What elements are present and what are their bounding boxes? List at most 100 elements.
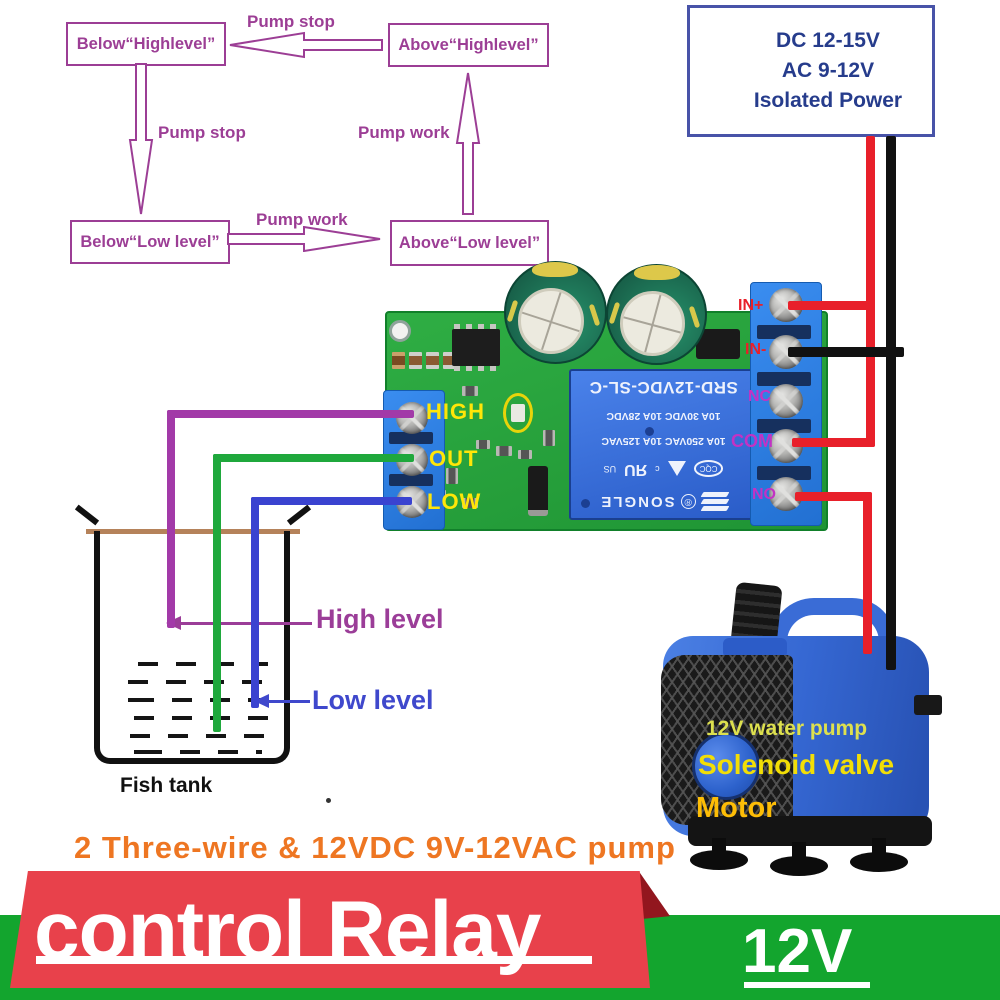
arrow-right-icon (227, 226, 381, 252)
terminal-label-no: NO (752, 486, 776, 503)
terminal-slot (389, 432, 433, 444)
flowchart-box-below-low: Below“Low level” (70, 220, 230, 264)
smd-component (426, 352, 439, 369)
power-supply-box: DC 12-15V AC 9-12V Isolated Power (687, 5, 935, 137)
wire-black-in-minus (788, 347, 904, 357)
capacitor-stripe (634, 265, 680, 280)
wire-purple-high-horizontal (167, 410, 414, 418)
arrow-label-pump-stop-top: Pump stop (247, 12, 335, 31)
smd-component (496, 446, 512, 456)
pump-base (688, 816, 932, 846)
banner-voltage-underline (744, 982, 870, 988)
water-dash-row (128, 716, 274, 720)
arrow-label-pump-work-bottom: Pump work (256, 210, 348, 229)
pump-label-motor: Motor (696, 792, 777, 824)
flowchart-box-above-low: Above“Low level” (390, 220, 549, 266)
led-component (511, 404, 525, 422)
power-line-isolated: Isolated Power (753, 89, 903, 112)
ul-us-mark: US (603, 464, 617, 474)
tank-rim (86, 529, 300, 534)
arrow-down-icon (128, 63, 154, 215)
wire-red-power-vertical (866, 136, 875, 447)
flowchart-box-above-high: Above“Highlevel” (388, 23, 549, 67)
capacitor-top (518, 288, 584, 354)
relay-rating-dc: 10A 30VDC 10A 28VDC (606, 410, 721, 422)
relay-model: SRD-12VDC-SL-C (589, 378, 738, 397)
low-level-label: Low level (312, 685, 434, 715)
arrow-label-pump-stop-left: Pump stop (158, 123, 246, 142)
cert-triangle-icon (667, 461, 686, 477)
terminal-label-com: COM (731, 431, 773, 451)
relay-hole (645, 427, 654, 436)
ic-pins (454, 364, 500, 371)
red-ribbon (10, 871, 650, 988)
capacitor-top (620, 291, 685, 356)
wire-red-no-horizontal (795, 492, 872, 501)
pump-foot-stem (792, 842, 806, 858)
power-line-dc: DC 12-15V (776, 29, 880, 52)
banner-voltage: 12V (742, 917, 853, 986)
high-level-pointer-line (180, 622, 312, 625)
relay-component: ® SONGLE CQC c ЯU US 10A 250VAC 10A 125V… (569, 369, 758, 520)
wire-red-no-to-pump (863, 492, 872, 654)
terminal-screw-high (396, 402, 428, 434)
high-level-label: High level (316, 604, 444, 634)
relay-print: ® SONGLE CQC c ЯU US 10A 250VAC 10A 125V… (571, 371, 756, 518)
wire-purple-high-vertical (167, 410, 175, 628)
arrow-label-pump-work-right: Pump work (358, 123, 450, 142)
capacitor-stripe (532, 262, 578, 277)
water-dash-row (118, 680, 268, 684)
wire-blue-low-vertical (251, 497, 259, 708)
led-highlight-circle (503, 393, 533, 433)
banner-title-underline (36, 956, 592, 964)
pump-label-solenoid: Solenoid valve (698, 749, 895, 780)
arrow-left-icon (229, 31, 383, 59)
pump-suction-cup (850, 852, 908, 872)
smd-component (462, 386, 478, 396)
terminal-label-in-minus: IN- (745, 341, 767, 358)
pump-nozzle-collar (723, 638, 787, 658)
wire-black-power-vertical (886, 136, 896, 670)
diode-component (528, 466, 548, 516)
ic-chip (452, 329, 500, 366)
smd-component (409, 352, 422, 369)
caption-text: 2 Three-wire & 12VDC 9V-12VAC pump (74, 830, 676, 865)
pump-foot-stem (872, 838, 886, 854)
terminal-label-out: OUT (429, 446, 479, 471)
ul-c-mark: c (655, 464, 660, 474)
cqc-mark: CQC (693, 460, 724, 478)
water-dash-row (112, 698, 270, 702)
pcb-mounting-hole (389, 320, 411, 342)
speck-artifact (326, 798, 331, 803)
smd-component (446, 468, 458, 484)
wire-green-out-vertical (213, 454, 221, 732)
water-dash-row (134, 750, 262, 754)
arrow-up-icon (455, 72, 481, 215)
terminal-slot (757, 325, 811, 339)
terminal-label-nc: NC (748, 388, 772, 405)
power-line-ac: AC 9-12V (781, 59, 875, 82)
relay-rating-ac: 10A 250VAC 10A 125VAC (601, 435, 726, 447)
smd-component (476, 440, 490, 449)
terminal-label-low: LOW (427, 489, 482, 514)
wire-red-com (792, 438, 875, 447)
terminal-screw-nc (769, 384, 803, 418)
pump-suction-cup (690, 850, 748, 870)
wire-red-in-plus (788, 301, 875, 310)
pump-suction-cup (770, 856, 828, 876)
registered-mark: ® (680, 494, 696, 509)
water-dash-row (138, 662, 268, 666)
fish-tank (94, 531, 290, 764)
flowchart-box-below-high: Below“Highlevel” (66, 22, 226, 66)
low-level-pointer-line (268, 700, 310, 703)
songle-logo-icon (700, 491, 730, 512)
smd-component (518, 450, 532, 459)
tank-lip-right (286, 504, 312, 526)
terminal-label-high: HIGH (426, 399, 485, 424)
tank-lip-left (74, 504, 100, 526)
relay-brand: SONGLE (599, 493, 675, 510)
transistor-component (696, 329, 740, 359)
pump-outlet-stub (914, 695, 942, 715)
pump-front-grille (661, 655, 793, 825)
relay-hole (581, 499, 590, 508)
